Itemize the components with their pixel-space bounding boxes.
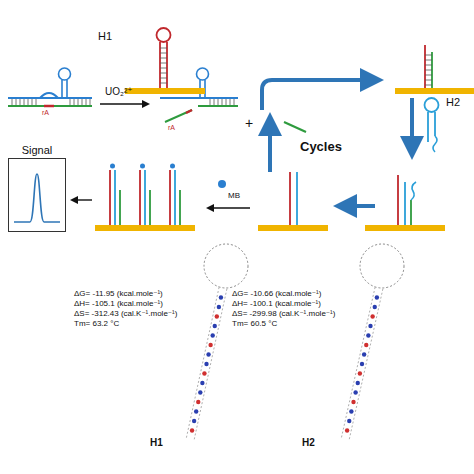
cleavage-site: rA: [42, 109, 49, 117]
thermo-value: ΔG= -11.95 (kcal.mole⁻¹): [74, 290, 163, 299]
plus-sign: +: [245, 116, 253, 131]
thermo-value: ΔS= -312.43 (cal.K⁻¹.mole⁻¹): [74, 310, 177, 319]
thermo-value: ΔG= -10.66 (kcal.mole⁻¹): [232, 290, 321, 299]
electrode-mb: [95, 164, 195, 232]
hairpin-name: H2: [446, 96, 460, 108]
dnazyme-complex: [8, 68, 92, 106]
electrode-h1: [125, 28, 205, 94]
cleavage-site: rA: [168, 124, 175, 132]
reaction-arrow: [100, 103, 148, 104]
h2-structure: [341, 244, 404, 441]
mb-arrow: [208, 207, 250, 208]
thermo-value: Tm= 60.5 °C: [232, 320, 277, 329]
trigger-strand: [284, 122, 306, 132]
signal-arrow: [72, 199, 92, 200]
hairpin-h2: [425, 98, 439, 152]
signal-box: Signal: [8, 158, 66, 232]
electrode-h1-h2: [365, 175, 445, 231]
thermo-value: ΔH= -105.1 (kcal.mole⁻¹): [74, 300, 163, 309]
thermo-value: ΔH= -100.1 (kcal.mole⁻¹): [232, 300, 321, 309]
cycle-label: Cycles: [300, 140, 342, 154]
electrode-hybrid: [395, 45, 474, 94]
signal-peak: [14, 174, 60, 222]
h1-structure: [186, 244, 248, 441]
mb-dot: [218, 180, 226, 188]
structure-name: H2: [302, 437, 315, 448]
cycle-arrows: [262, 80, 412, 206]
electrode-duplex: [258, 172, 328, 231]
cleaved-product: [160, 68, 238, 122]
thermo-value: ΔS= -299.98 (cal.K⁻¹.mole⁻¹): [232, 310, 335, 319]
box-heading: Signal: [22, 144, 53, 156]
ion-label: UO₂²⁺: [105, 86, 133, 97]
thermo-value: Tm= 63.2 °C: [74, 320, 119, 329]
structure-name: H1: [150, 437, 163, 448]
reporter-label: MB: [228, 192, 240, 201]
hairpin-name: H1: [98, 30, 112, 42]
